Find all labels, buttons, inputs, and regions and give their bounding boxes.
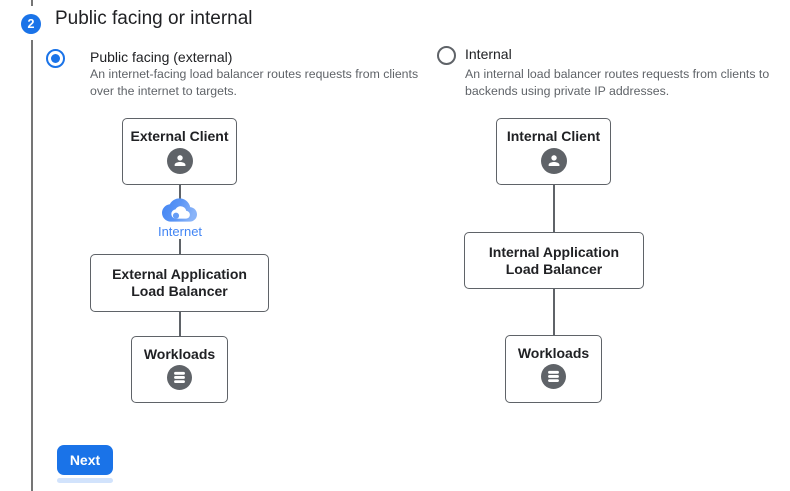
person-icon	[166, 148, 193, 174]
description-line: backends using private IP addresses.	[465, 83, 670, 98]
external-workloads-label: Workloads	[143, 346, 216, 362]
radio-description-public-facing-external: An internet-facing load balancer routes …	[90, 66, 420, 99]
connector-line	[552, 288, 555, 335]
radio-public-facing-external[interactable]	[46, 49, 65, 68]
radio-selected-dot	[51, 54, 60, 63]
page-title: Public facing or internal	[55, 8, 253, 29]
internal-load-balancer-label: Internal Application Load Balancer	[488, 243, 620, 277]
step-number: 2	[27, 17, 35, 31]
database-stack-icon	[167, 365, 192, 390]
connector-line	[552, 184, 555, 232]
internal-workloads-label: Workloads	[517, 345, 590, 361]
external-client-node: External Client	[122, 118, 237, 185]
stepper-rail-top	[31, 0, 33, 6]
external-client-label: External Client	[130, 128, 229, 144]
internal-client-node: Internal Client	[496, 118, 611, 185]
connector-line	[178, 311, 181, 336]
radio-label-internal[interactable]: Internal	[465, 46, 512, 62]
external-load-balancer-node: External Application Load Balancer	[90, 254, 269, 312]
next-button[interactable]: Next	[57, 445, 113, 475]
radio-description-internal: An internal load balancer routes request…	[465, 66, 775, 99]
description-line: An internal load balancer routes request…	[465, 67, 770, 81]
external-load-balancer-label: External Application Load Balancer	[112, 266, 247, 299]
step-number-badge: 2	[21, 14, 41, 34]
connector-line	[178, 239, 181, 254]
person-icon	[540, 148, 567, 174]
internal-client-label: Internal Client	[506, 128, 601, 144]
database-stack-icon	[541, 364, 566, 389]
description-line: An internet-facing load balancer routes …	[90, 67, 419, 81]
radio-label-public-facing-external[interactable]: Public facing (external)	[90, 49, 233, 65]
next-button-focus-strip	[57, 478, 113, 483]
external-workloads-node: Workloads	[131, 336, 228, 403]
description-line: over the internet to targets.	[90, 83, 237, 98]
internal-workloads-node: Workloads	[505, 335, 602, 403]
internal-load-balancer-node: Internal Application Load Balancer	[464, 232, 644, 289]
radio-internal[interactable]	[437, 46, 456, 65]
internet-label: Internet	[157, 224, 203, 239]
connector-line	[178, 184, 181, 199]
stepper-rail	[31, 40, 33, 491]
cloud-icon	[162, 198, 197, 222]
